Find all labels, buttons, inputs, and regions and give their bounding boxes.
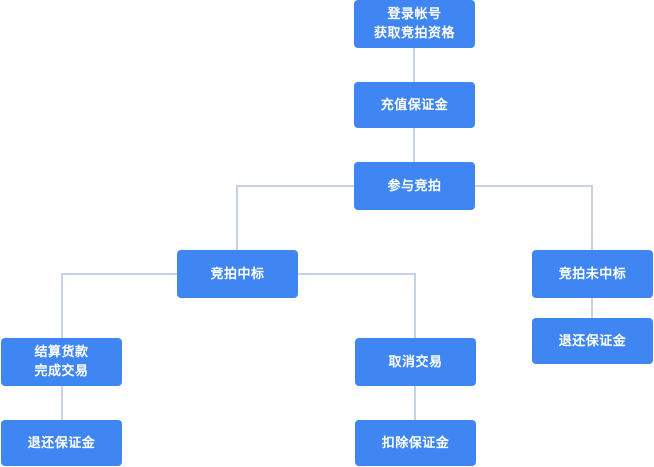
node-lost-label: 竞拍未中标 bbox=[558, 266, 627, 282]
node-login-line2: 获取竞拍资格 bbox=[373, 26, 455, 41]
connector-won-cancel bbox=[298, 273, 416, 338]
node-join: 参与竞拍 bbox=[354, 162, 475, 210]
node-login-line1: 登录帐号 bbox=[387, 7, 442, 22]
node-refund-lost: 退还保证金 bbox=[532, 318, 653, 364]
node-deposit: 充值保证金 bbox=[354, 82, 475, 128]
node-deduct-label: 扣除保证金 bbox=[381, 435, 450, 451]
node-deposit-label: 充值保证金 bbox=[380, 97, 449, 113]
node-refund-won-label: 退还保证金 bbox=[27, 435, 96, 451]
connector-join-lost bbox=[474, 185, 593, 250]
node-refund-won: 退还保证金 bbox=[1, 420, 122, 466]
node-cancel: 取消交易 bbox=[355, 338, 476, 386]
node-refund-lost-label: 退还保证金 bbox=[558, 333, 627, 349]
node-settle: 结算货款 完成交易 bbox=[1, 338, 122, 386]
node-cancel-label: 取消交易 bbox=[388, 354, 443, 370]
node-settle-line2: 完成交易 bbox=[34, 364, 89, 379]
connector-won-settle bbox=[61, 273, 178, 338]
node-join-label: 参与竞拍 bbox=[387, 178, 442, 194]
node-won-label: 竞拍中标 bbox=[210, 266, 265, 282]
node-deduct: 扣除保证金 bbox=[355, 420, 476, 466]
node-login: 登录帐号 获取竞拍资格 bbox=[354, 0, 475, 48]
node-settle-line1: 结算货款 bbox=[34, 345, 89, 360]
connector-join-won bbox=[236, 185, 354, 250]
node-lost: 竞拍未中标 bbox=[532, 250, 653, 298]
node-won: 竞拍中标 bbox=[177, 250, 298, 298]
